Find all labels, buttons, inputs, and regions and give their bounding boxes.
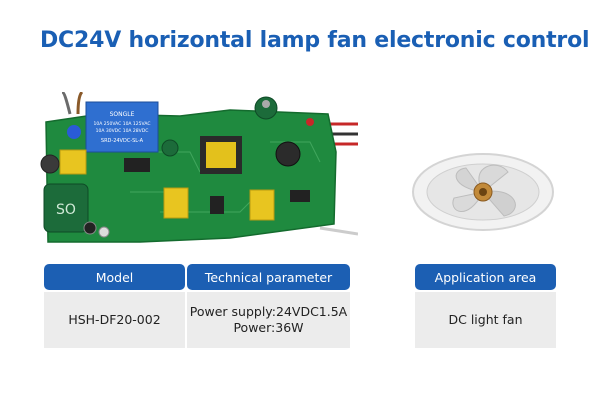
yellow-capacitor-1 — [59, 149, 87, 175]
electrolytic-capacitor — [43, 183, 89, 233]
pcb-board-image: SONGLE 10A 250VAC 10A 125VAC 10A 30VDC 1… — [40, 90, 359, 252]
wire-grey-left — [61, 90, 72, 115]
cap-mid — [161, 139, 179, 157]
wire-brown-left — [76, 90, 84, 115]
fan-hub-center — [479, 188, 487, 196]
relay-label-rating-2: 10A 30VDC 10A 28VDC — [96, 128, 149, 134]
ic-chip-3 — [210, 196, 224, 214]
tiny-cap-red — [306, 118, 314, 126]
ceiling-fan-image — [408, 136, 558, 246]
inductor-coil — [40, 154, 60, 174]
relay-component — [85, 101, 159, 153]
buzzer — [275, 141, 301, 167]
yellow-inductor-2 — [249, 189, 275, 221]
fan-illustration — [412, 153, 554, 231]
cap-top — [262, 100, 270, 108]
pcb-illustration: SONGLE 10A 250VAC 10A 125VAC 10A 30VDC 1… — [40, 90, 359, 243]
power-supply-value: Power supply:24VDC1.5A — [189, 304, 348, 319]
relay-label-brand: SONGLE — [110, 111, 135, 118]
power-value: Power:36W — [233, 320, 304, 335]
relay-label-model: SRD-24VDC-SL-A — [101, 138, 144, 144]
model-value: HSH-DF20-002 — [68, 312, 161, 327]
capacitor-label: SO — [56, 202, 76, 218]
ic-chip-2 — [290, 190, 310, 202]
page-title: DC24V horizontal lamp fan electronic con… — [40, 28, 590, 53]
small-capacitor-2 — [98, 226, 110, 238]
application-value: DC light fan — [448, 312, 523, 327]
technical-parameter-cell: Power supply:24VDC1.5A Power:36W — [187, 292, 350, 348]
application-area-header: Application area — [415, 264, 556, 290]
model-value-cell: HSH-DF20-002 — [44, 292, 185, 348]
relay-label-rating-1: 10A 250VAC 10A 125VAC — [94, 121, 151, 127]
blue-capacitor — [67, 125, 81, 139]
ic-chip-1 — [124, 158, 150, 172]
small-capacitor-1 — [83, 221, 97, 235]
fan-blade-2 — [482, 190, 516, 217]
yellow-inductor-1 — [163, 187, 189, 219]
application-area-cell: DC light fan — [415, 292, 556, 348]
technical-parameter-header: Technical parameter — [187, 264, 350, 290]
model-header: Model — [44, 264, 185, 290]
transformer-core — [206, 142, 236, 168]
wire-white — [319, 226, 359, 236]
